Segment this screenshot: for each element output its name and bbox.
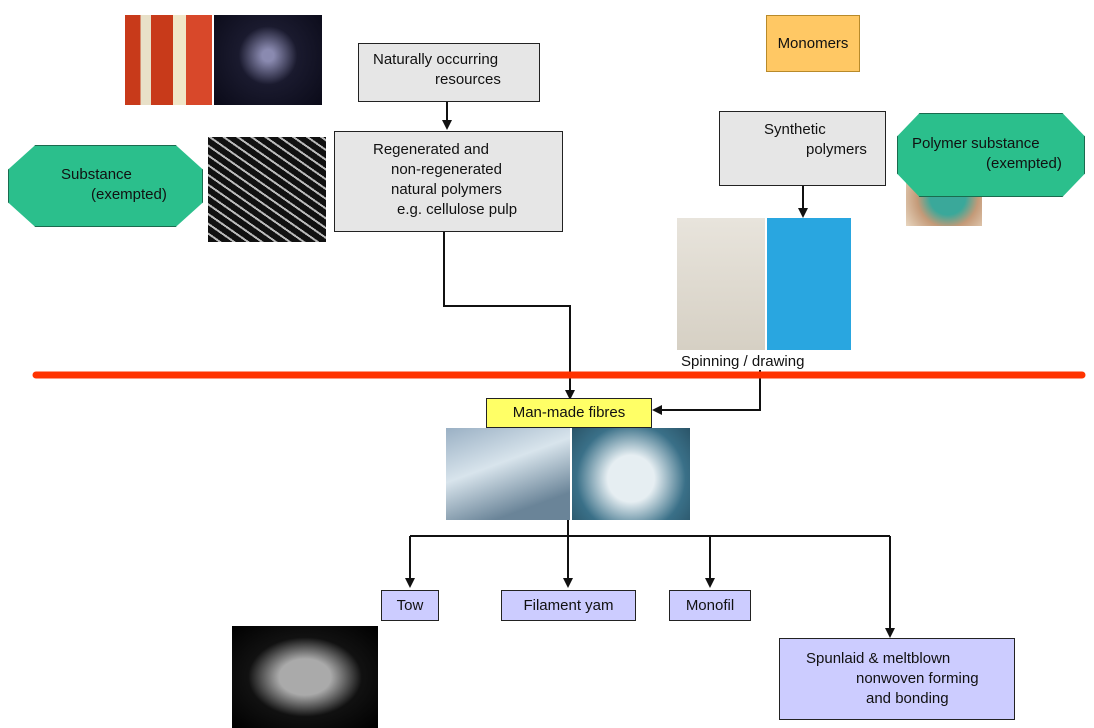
monomers-label: Monomers <box>777 34 849 52</box>
regenerated-line-4: e.g. cellulose pulp <box>397 201 518 218</box>
monofil-box: Monofil <box>669 590 751 621</box>
spunlaid-line-3: and bonding <box>866 690 949 707</box>
polymer-substance-exempted-badge: Polymer substance (exempted) <box>897 113 1085 197</box>
regenerated-line-1: Regenerated and <box>373 141 489 158</box>
monomers-box: Monomers <box>766 15 860 72</box>
man-made-fibres-box: Man-made fibres <box>486 398 652 428</box>
synthetic-line-2: polymers <box>806 141 867 158</box>
filament-yarn-box: Filament yam <box>501 590 636 621</box>
spunlaid-meltblown-box: Spunlaid & meltblown nonwoven forming an… <box>779 638 1015 720</box>
filament-yarn-label: Filament yam <box>523 596 614 614</box>
regenerated-line-2: non-regenerated <box>391 161 502 178</box>
spinning-photo <box>677 218 765 350</box>
spunlaid-line-1: Spunlaid & meltblown <box>806 650 951 667</box>
arrow-regenerated-to-fibres <box>443 232 575 400</box>
arrow-spinning-to-fibres <box>652 370 761 415</box>
polymer-substance-line-2: (exempted) <box>986 155 1062 172</box>
spinning-diagram-image <box>767 218 851 350</box>
fibre-microscope-photo <box>208 137 326 242</box>
regenerated-line-3: natural polymers <box>391 181 502 198</box>
polymer-substance-line-1: Polymer substance <box>912 135 1040 152</box>
fibres-photo-2 <box>572 428 690 520</box>
fibre-product-photo-1 <box>125 15 212 105</box>
monofil-label: Monofil <box>685 596 735 614</box>
tow-box: Tow <box>381 590 439 621</box>
spinning-drawing-label: Spinning / drawing <box>681 353 805 370</box>
fibres-photo-1 <box>446 428 570 520</box>
substance-line-2: (exempted) <box>91 186 167 203</box>
substance-line-1: Substance <box>61 166 132 183</box>
substance-exempted-badge: Substance (exempted) <box>8 145 203 227</box>
natural-resources-line-2: resources <box>435 71 501 88</box>
regenerated-polymers-box: Regenerated and non-regenerated natural … <box>334 131 563 232</box>
fibre-product-photo-2 <box>214 15 322 105</box>
tow-photo <box>232 626 378 728</box>
natural-resources-box: Naturally occurring resources <box>358 43 540 102</box>
spunlaid-line-2: nonwoven forming <box>856 670 979 687</box>
natural-resources-line-1: Naturally occurring <box>373 51 499 68</box>
synthetic-line-1: Synthetic <box>764 121 826 138</box>
tow-label: Tow <box>396 596 424 614</box>
man-made-fibres-label: Man-made fibres <box>512 404 626 421</box>
synthetic-polymers-box: Synthetic polymers <box>719 111 886 186</box>
